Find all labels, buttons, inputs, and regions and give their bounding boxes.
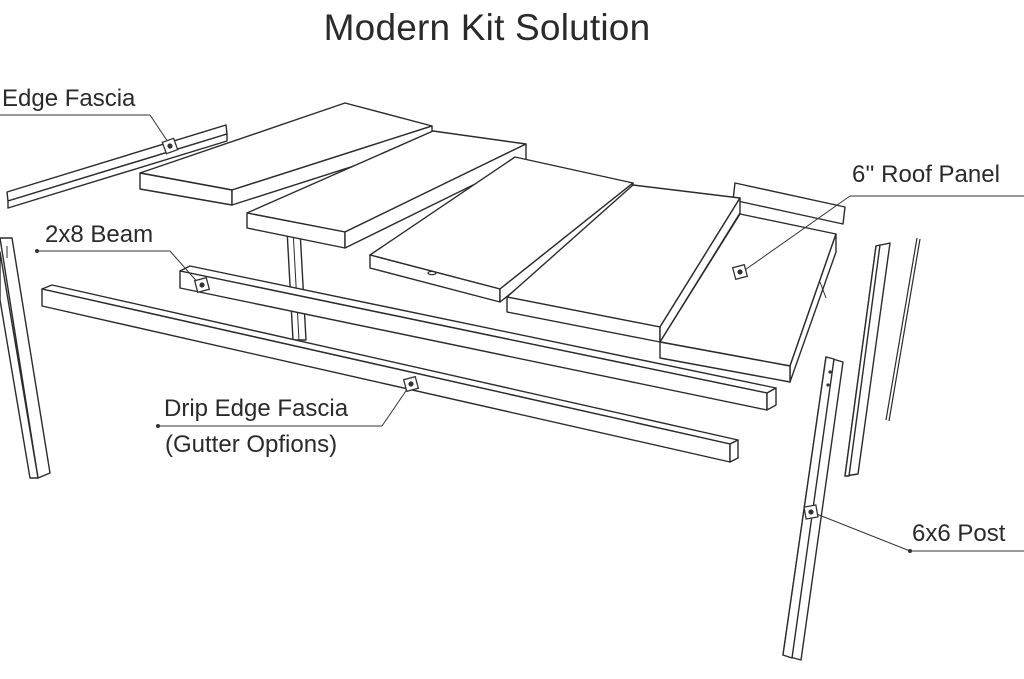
roof-panel-marker [731,263,749,281]
edge-fascia-marker [161,137,179,155]
roof-panel-3 [369,156,634,303]
beam-2x8 [179,265,777,411]
edge-fascia-callout [0,114,179,155]
post-callout [803,504,1024,553]
drip-edge-fascia-marker [402,375,420,393]
roof-panel-4 [506,184,741,343]
beam-callout [35,249,211,294]
roof-panel-callout [731,195,1024,281]
diagram-title: Modern Kit Solution [324,7,651,48]
label-roof-panel: 6'' Roof Panel [852,161,1000,188]
label-beam: 2x8 Beam [45,221,153,248]
label-edge-fascia: Edge Fascia [2,85,136,112]
label-gutter-options: (Gutter Opfions) [165,431,337,458]
label-post: 6x6 Post [912,520,1006,547]
center-post [286,229,307,341]
right-back-post [844,242,891,477]
roof-panel-5 [659,213,837,383]
drip-edge-fascia-part [41,284,739,463]
back-rail [732,182,846,225]
left-post [0,237,51,479]
roof-panel-2 [246,130,527,249]
drip-edge-fascia-callout [156,375,420,428]
label-drip-edge-fascia: Drip Edge Fascia [164,395,349,422]
post-marker [803,504,819,520]
beam-marker [193,276,211,294]
right-drip-strip [885,237,921,422]
